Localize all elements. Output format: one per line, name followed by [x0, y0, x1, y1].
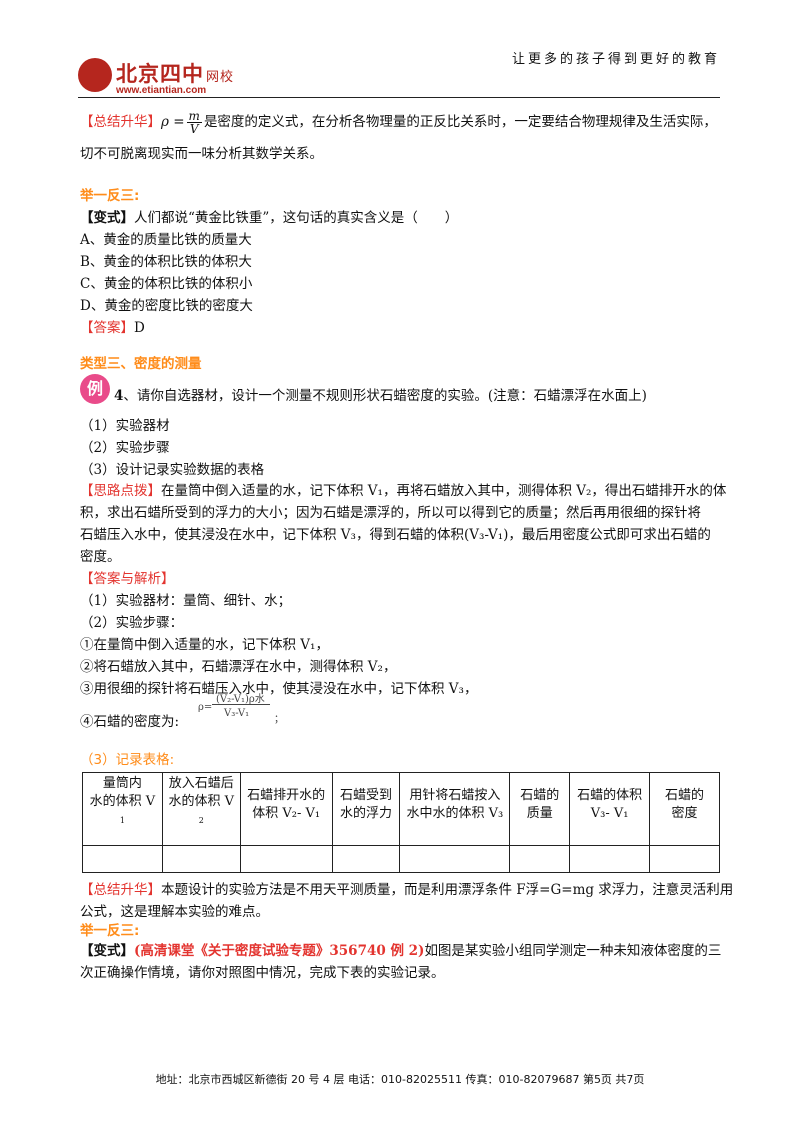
- example-4-question: 4、请你自选器材，设计一个测量不规则形状石蜡密度的实验。(注意：石蜡漂浮在水面上…: [114, 388, 647, 404]
- practice-1-heading: 举一反三:: [80, 188, 140, 204]
- empty-cell: [161, 845, 241, 873]
- summary-2-line-2: 公式，这是理解本实验的难点。: [80, 904, 269, 920]
- hint-line-3: 石蜡压入水中，使其浸没在水中，记下体积 V₃，得到石蜡的体积(V₃-V₁)，最后…: [80, 527, 711, 543]
- site-logo: 北京四中网校 www.etiantian.com: [78, 56, 238, 102]
- header-cell: 石蜡的质量: [509, 772, 571, 846]
- option-b: B、黄金的体积比铁的体积大: [80, 254, 252, 270]
- answer-step-4: ④石蜡的密度为:: [80, 714, 180, 730]
- practice-2-line-1: 【变式】(高清课堂《关于密度试验专题》356740 例 2)如图是某实验小组同学…: [80, 943, 722, 959]
- empty-cell: [82, 845, 163, 873]
- part-3: （3）设计记录实验数据的表格: [80, 462, 265, 478]
- part-2: （2）实验步骤: [80, 440, 170, 456]
- option-d: D、黄金的密度比铁的密度大: [80, 298, 253, 314]
- logo-url: www.etiantian.com: [116, 85, 207, 96]
- empty-cell: [509, 845, 571, 873]
- header-cell: 石蜡排开水的体积 V₂- V₁: [239, 772, 333, 846]
- header-divider: [78, 97, 720, 98]
- example-badge: 例: [80, 374, 110, 404]
- hint-line-4: 密度。: [80, 549, 121, 565]
- summary-1-line-2: 切不可脱离现实而一味分析其数学关系。: [80, 146, 323, 162]
- empty-cell: [649, 845, 720, 873]
- practice-2-line-2: 次正确操作情境，请你对照图中情况，完成下表的实验记录。: [80, 965, 445, 981]
- empty-cell: [399, 845, 511, 873]
- practice-1-question: 【变式】人们都说“黄金比铁重”，这句话的真实含义是（ ）: [80, 210, 459, 226]
- header-cell: 石蜡的密度: [649, 772, 720, 846]
- record-table-title: （3）记录表格:: [80, 752, 175, 768]
- hint-line-2: 积，求出石蜡所受到的浮力的大小；因为石蜡是漂浮的，所以可以得到它的质量；然后再用…: [80, 505, 701, 521]
- section-3-heading: 类型三、密度的测量: [80, 356, 202, 372]
- empty-cell: [569, 845, 651, 873]
- summary-2-line-1: 【总结升华】本题设计的实验方法是不用天平测质量，而是利用漂浮条件 F浮=G=mg…: [80, 882, 734, 898]
- answer-line-3: ①在量筒中倒入适量的水，记下体积 V₁，: [80, 637, 329, 653]
- empty-cell: [239, 845, 333, 873]
- option-c: C、黄金的体积比铁的体积小: [80, 276, 253, 292]
- logo-text: 北京四中网校: [116, 61, 235, 86]
- header-slogan: 让更多的孩子得到更好的教育: [511, 52, 720, 67]
- answer-line-5: ③用很细的探针将石蜡压入水中，使其浸没在水中，记下体积 V₃，: [80, 681, 478, 697]
- hint-line-1: 【思路点拨】在量筒中倒入适量的水，记下体积 V₁，再将石蜡放入其中，测得体积 V…: [80, 483, 727, 499]
- page-footer: 地址：北京市西城区新德街 20 号 4 层 电话：010-82025511 传真…: [155, 1073, 645, 1086]
- header-cell: 用针将石蜡按入水中水的体积 V₃: [399, 772, 511, 846]
- empty-cell: [331, 845, 401, 873]
- answer-line-2: （2）实验步骤：: [80, 615, 184, 631]
- density-formula-image: ρ= (V₂-V₁)ρ水 V₃-V₁ ；: [198, 694, 284, 725]
- logo-emblem-icon: [78, 58, 112, 92]
- answer-line-4: ②将石蜡放入其中，石蜡漂浮在水中，测得体积 V₂，: [80, 659, 397, 675]
- part-1: （1）实验器材: [80, 418, 170, 434]
- answer-tag: 【答案与解析】: [80, 571, 175, 587]
- practice-1-answer: 【答案】D: [80, 320, 145, 336]
- practice-2-heading: 举一反三:: [80, 923, 140, 939]
- option-a: A、黄金的质量比铁的质量大: [80, 232, 252, 248]
- answer-line-1: （1）实验器材：量筒、细针、水；: [80, 593, 292, 609]
- table-empty-row: [82, 845, 720, 873]
- header-cell: 石蜡受到水的浮力: [331, 772, 401, 846]
